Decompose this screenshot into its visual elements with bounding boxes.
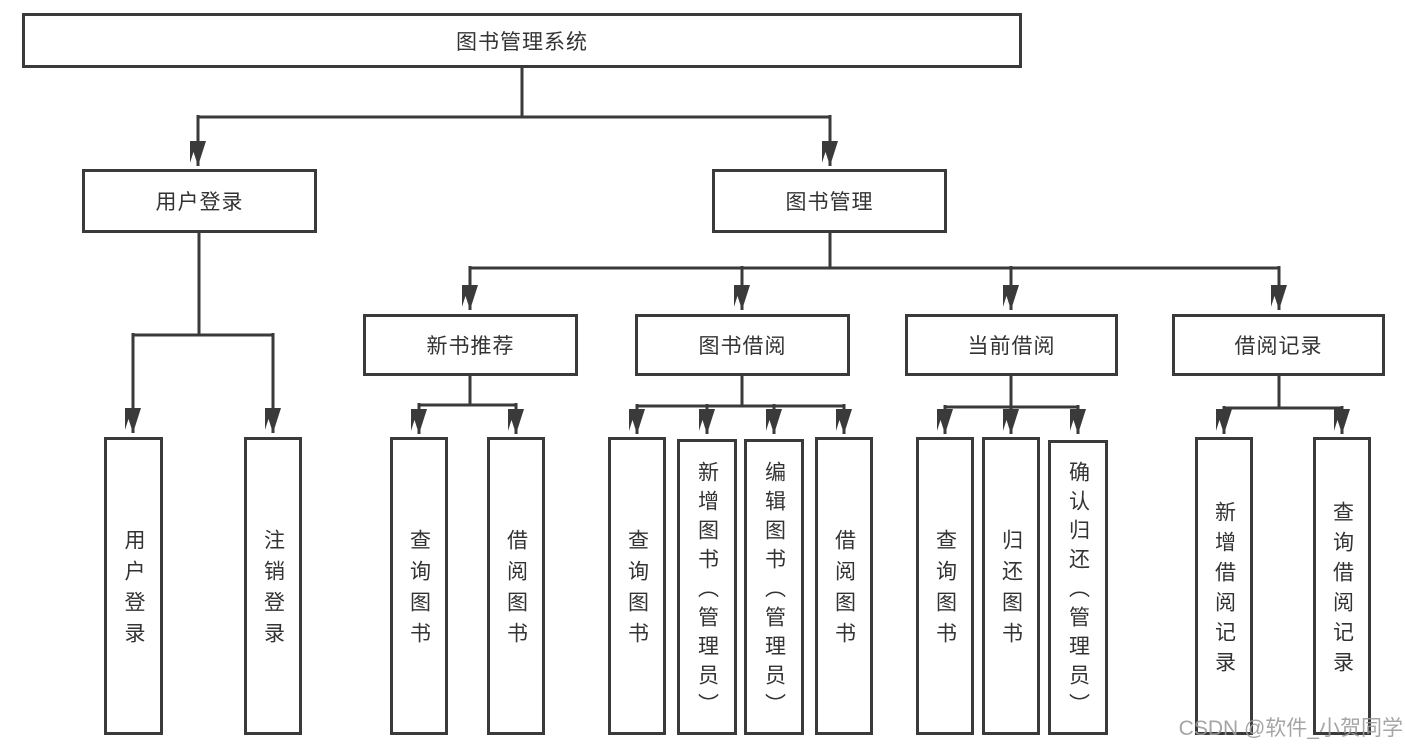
connector-mgmt-to-level3 [468, 233, 1281, 270]
leaf-bb-query-books: 查询图书 [608, 437, 666, 735]
leaf-bb-borrow-books: 借阅图书 [815, 437, 873, 735]
leaf-nb-borrow-books-label: 借阅图书 [504, 529, 528, 653]
node-new-book-recommend: 新书推荐 [363, 314, 578, 376]
node-book-management: 图书管理 [712, 169, 947, 233]
leaf-user-login: 用户登录 [104, 437, 163, 735]
leaf-br-add-record-label: 新增借阅记录 [1212, 500, 1236, 681]
node-book-management-label: 图书管理 [785, 191, 874, 214]
node-book-borrow-label: 图书借阅 [698, 335, 787, 358]
leaf-nb-query-books-label: 查询图书 [407, 529, 431, 653]
leaf-nb-borrow-books: 借阅图书 [487, 437, 545, 735]
node-root-label: 图书管理系统 [456, 30, 588, 54]
leaf-cb-confirm-return-admin: 确认归还（管理员） [1048, 440, 1108, 735]
leaf-cb-return-books: 归还图书 [982, 437, 1040, 735]
connector-login-to-leaves [131, 233, 275, 337]
node-current-borrow: 当前借阅 [905, 314, 1118, 376]
leaf-br-query-record-label: 查询借阅记录 [1330, 500, 1354, 681]
node-new-book-recommend-label: 新书推荐 [426, 335, 515, 358]
leaf-bb-edit-book-admin: 编辑图书（管理员） [744, 439, 804, 735]
node-user-login: 用户登录 [82, 169, 317, 233]
node-borrow-records-label: 借阅记录 [1234, 335, 1323, 358]
leaf-user-login-label: 用户登录 [122, 529, 145, 653]
leaf-bb-borrow-books-label: 借阅图书 [832, 529, 856, 653]
node-current-borrow-label: 当前借阅 [967, 335, 1056, 358]
leaf-br-query-record: 查询借阅记录 [1313, 437, 1371, 735]
leaf-cb-confirm-return-admin-label: 确认归还（管理员） [1066, 461, 1090, 722]
node-book-borrow: 图书借阅 [635, 314, 850, 376]
connector-cb-to-leaves [943, 375, 1080, 409]
leaf-br-add-record: 新增借阅记录 [1195, 437, 1253, 735]
connector-br-to-leaves [1222, 375, 1344, 410]
leaf-cb-return-books-label: 归还图书 [999, 529, 1023, 653]
connector-nb-to-leaves [417, 375, 518, 407]
leaf-logout: 注销登录 [244, 437, 302, 735]
leaf-bb-edit-book-admin-label: 编辑图书（管理员） [762, 460, 786, 722]
connector-root-to-level2 [196, 68, 832, 119]
leaf-bb-add-book-admin-label: 新增图书（管理员） [695, 460, 719, 722]
csdn-watermark: CSDN @软件_小贺同学 [1178, 717, 1403, 740]
leaf-cb-query-books-label: 查询图书 [933, 529, 957, 653]
node-borrow-records: 借阅记录 [1172, 314, 1385, 376]
leaf-bb-add-book-admin: 新增图书（管理员） [677, 439, 737, 735]
leaf-nb-query-books: 查询图书 [390, 437, 448, 735]
connector-bb-to-leaves [635, 375, 846, 408]
leaf-cb-query-books: 查询图书 [916, 437, 974, 735]
leaf-logout-label: 注销登录 [261, 529, 285, 653]
leaf-bb-query-books-label: 查询图书 [625, 529, 649, 653]
node-root: 图书管理系统 [22, 13, 1022, 68]
node-user-login-label: 用户登录 [155, 191, 244, 214]
